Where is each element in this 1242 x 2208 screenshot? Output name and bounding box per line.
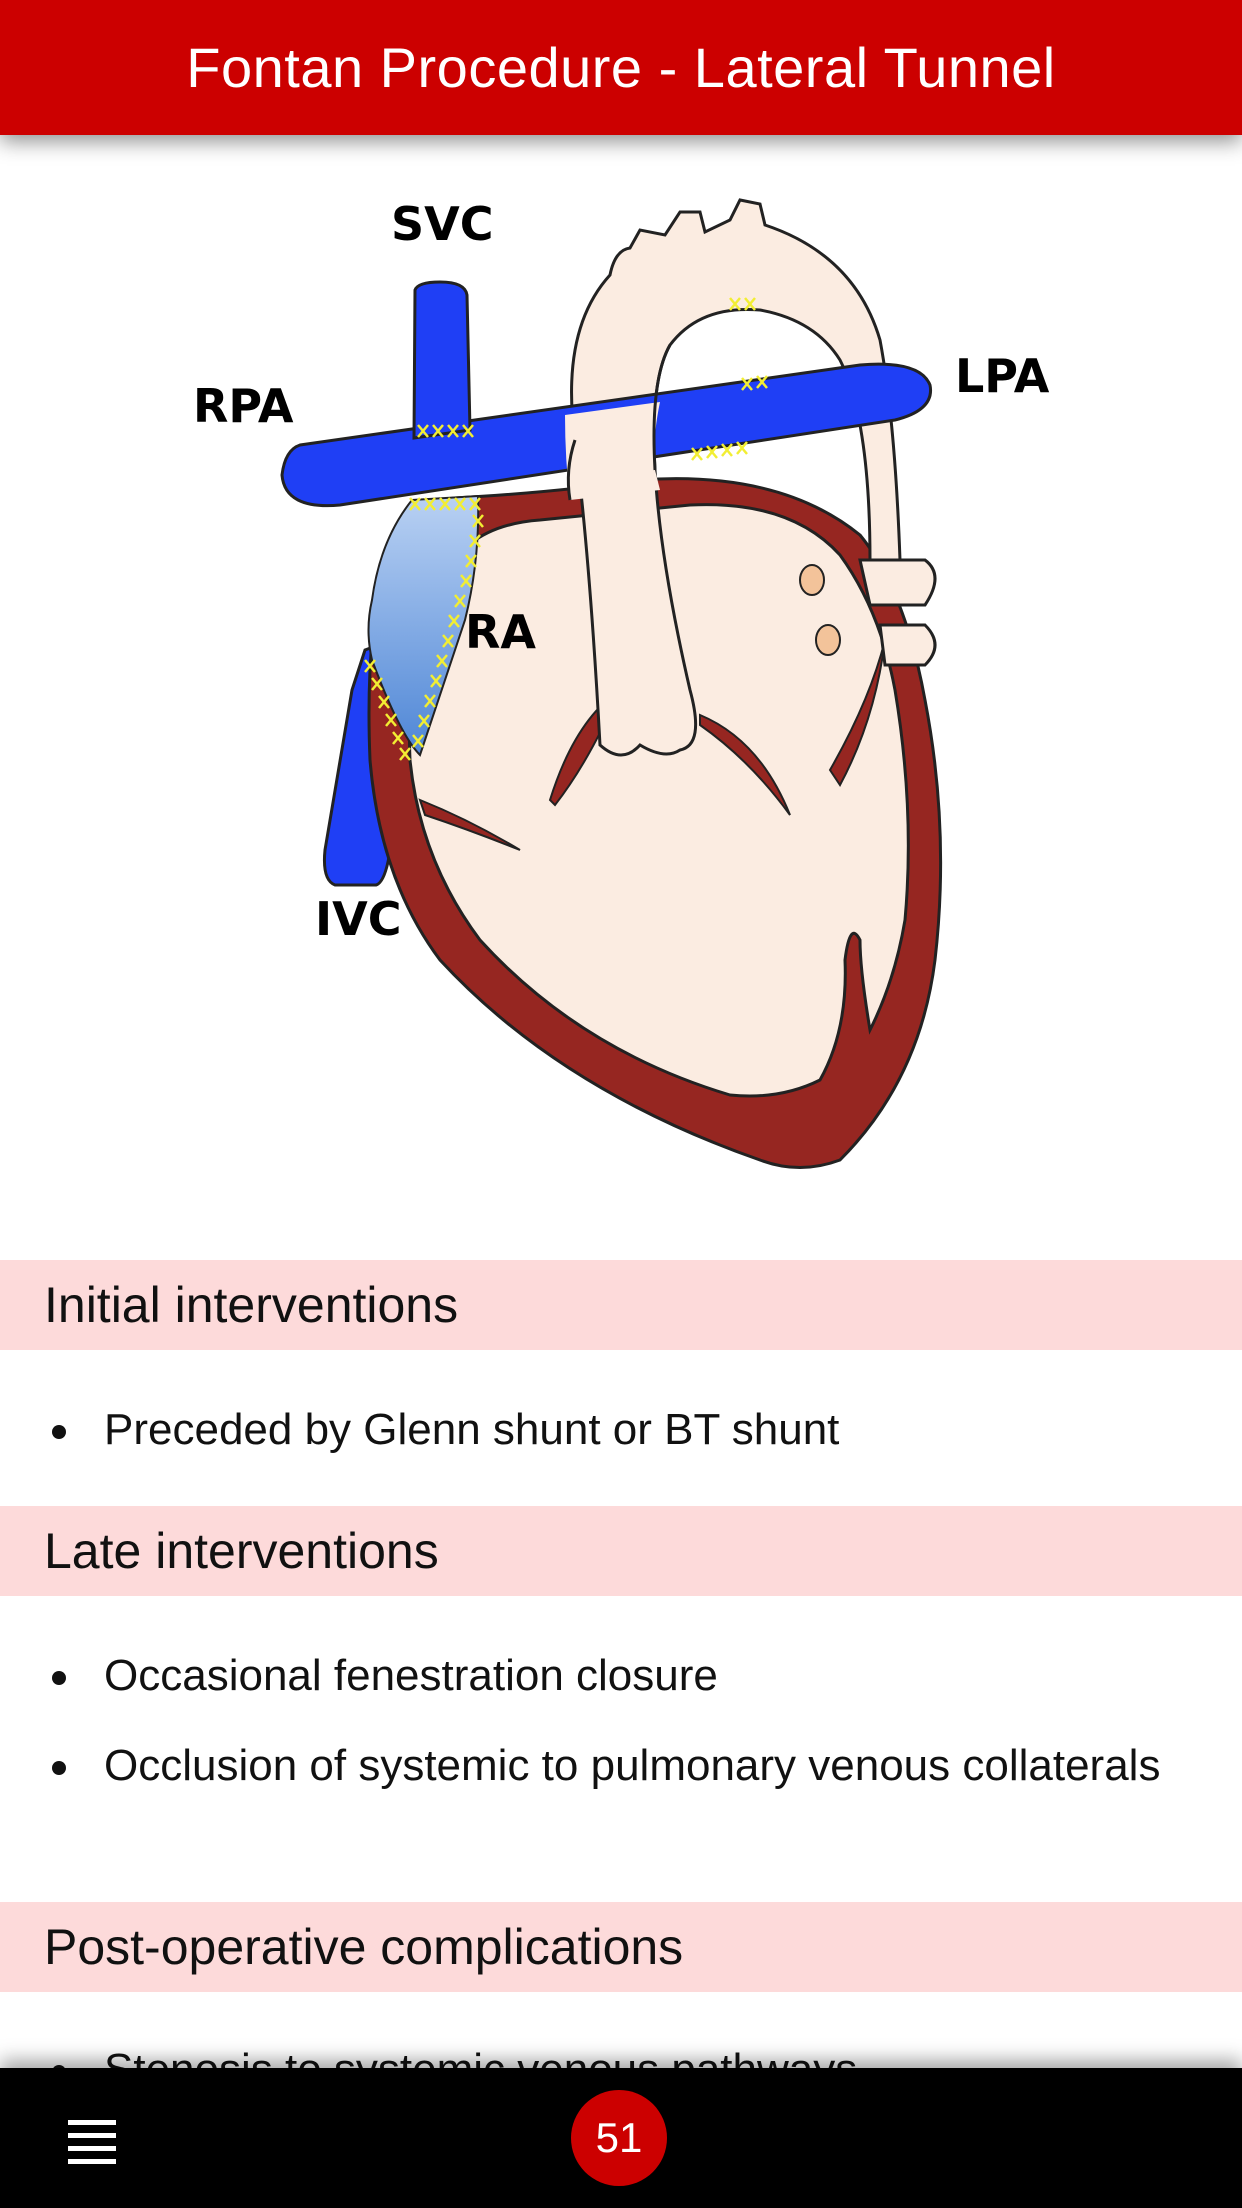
muscle-strand (699, 713, 791, 816)
coronary-ostium (815, 624, 841, 656)
bullet-dot (52, 1671, 66, 1685)
label-svc: SVC (391, 197, 494, 251)
label-rpa: RPA (193, 379, 294, 433)
coronary-ostium (799, 564, 825, 596)
svc-vessel (412, 280, 472, 440)
aorta-edge (652, 344, 672, 471)
bottom-toolbar: 51 (0, 2068, 1242, 2208)
label-ra: RA (465, 605, 536, 659)
page-number-badge[interactable]: 51 (571, 2090, 667, 2186)
section-header-complications: Post-operative complications (0, 1902, 1242, 1992)
list-item: Occlusion of systemic to pulmonary venou… (44, 1736, 1194, 1796)
suture-lines (364, 297, 768, 761)
list-item-text: Occasional fenestration closure (104, 1651, 718, 1700)
page-title: Fontan Procedure - Lateral Tunnel (0, 0, 1242, 135)
muscle-strand (418, 798, 521, 851)
list-item-text: Preceded by Glenn shunt or BT shunt (104, 1405, 840, 1454)
list-item: Occasional fenestration closure (44, 1646, 1194, 1706)
bullet-dot (52, 1425, 66, 1439)
pulmonary-vein (858, 558, 937, 607)
aortic-arch (570, 198, 902, 757)
bullet-dot (52, 1761, 66, 1775)
label-ivc: IVC (315, 892, 401, 946)
heart-chamber (407, 503, 910, 1098)
pulmonary-vein (878, 623, 937, 667)
hamburger-menu-icon[interactable] (68, 2120, 116, 2164)
aorta-front (565, 402, 660, 500)
heart-diagram: SVC RPA LPA RA IVC (0, 135, 1242, 1240)
section-header-initial: Initial interventions (0, 1260, 1242, 1350)
section-header-late: Late interventions (0, 1506, 1242, 1596)
label-lpa: LPA (955, 349, 1050, 403)
aorta-edge (566, 439, 577, 501)
fontan-illustration: SVC RPA LPA RA IVC (193, 197, 1050, 1169)
list-item-text: Occlusion of systemic to pulmonary venou… (104, 1741, 1161, 1790)
list-item: Preceded by Glenn shunt or BT shunt (44, 1400, 1194, 1460)
